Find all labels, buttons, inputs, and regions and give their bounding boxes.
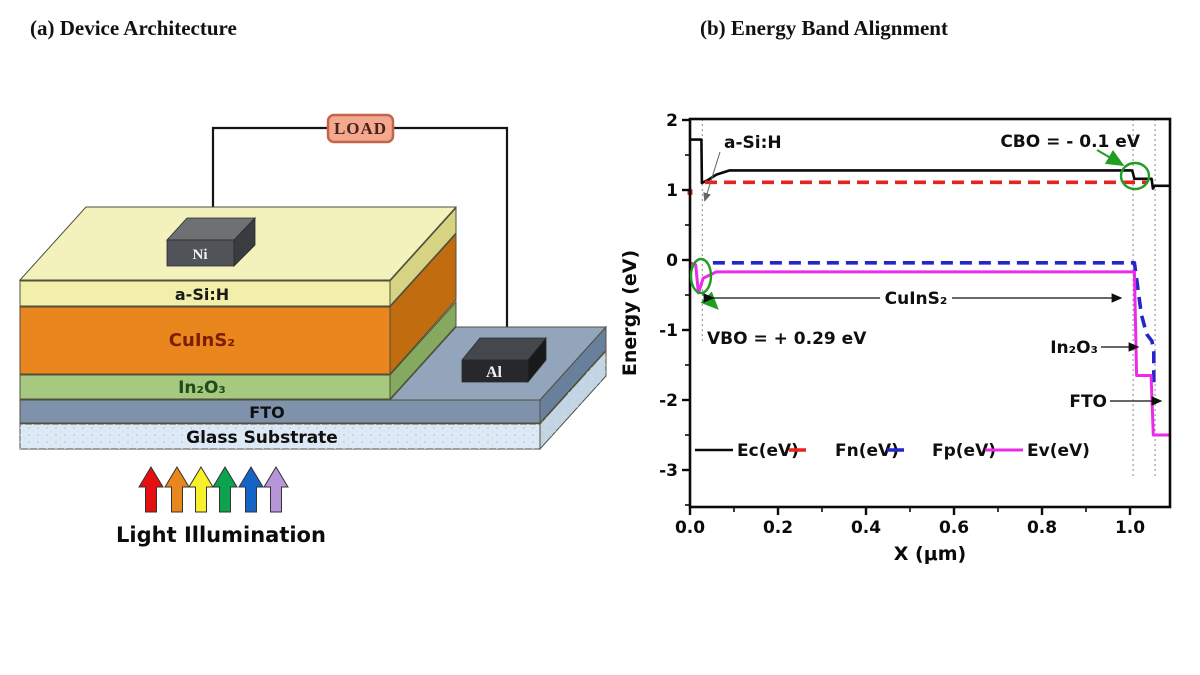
layer-glass-label: Glass Substrate — [186, 428, 338, 448]
layer-cuins2-label: CuInS₂ — [169, 330, 235, 351]
light-arrow-green — [212, 466, 238, 513]
y-tick-label: -2 — [659, 391, 678, 411]
absorber-annotation: CuInS₂ — [885, 289, 948, 309]
load-label: LOAD — [334, 119, 387, 138]
layer-cuins2-side — [389, 232, 457, 376]
y-tick-label: -1 — [659, 321, 678, 341]
x-tick-label: 0.2 — [763, 518, 793, 538]
glass-speckle-texture-side — [540, 351, 606, 449]
vbo-annotation: VBO = + 0.29 eV — [707, 329, 867, 349]
vbo-pointer-arrow — [700, 291, 719, 310]
light-arrow-orange — [164, 466, 190, 513]
x-tick-label: 0.6 — [939, 518, 969, 538]
legend-label-Ec(eV): Ec(eV) — [737, 441, 799, 461]
legend-label-Ev(eV): Ev(eV) — [1027, 441, 1090, 461]
load-box-border — [326, 113, 395, 144]
panel-b-title: (b) Energy Band Alignment — [700, 16, 948, 40]
light-illumination-label: Light Illumination — [116, 523, 326, 547]
absorber-label-bg — [880, 287, 952, 309]
layer-in2o3-label: In₂O₃ — [178, 378, 226, 398]
legend-label-Fp(eV): Fp(eV) — [932, 441, 996, 461]
series-Fp(eV) — [712, 261, 1156, 386]
asih-pointer-arrow — [703, 151, 721, 202]
chart-plot-area: 2 1 0 -1 -2 -3 0.0 0.2 0.4 0.6 0.8 1.0 X (μm) Energy … — [619, 111, 1172, 565]
axis-frame — [688, 117, 1172, 509]
al-label: Al — [486, 364, 503, 381]
layer-asih-label: a-Si:H — [175, 285, 229, 304]
energy-band-chart: 2 1 0 -1 -2 -3 0.0 0.2 0.4 0.6 0.8 1.0 X (μm) Energy … — [619, 111, 1172, 565]
in2o3-annotation: In₂O₃ — [1050, 338, 1098, 358]
y-tick-label: 0 — [666, 251, 678, 271]
light-arrow-red — [138, 466, 164, 513]
light-arrow-blue — [238, 466, 264, 513]
light-arrow-purple — [263, 466, 289, 513]
light-arrow-yellow — [188, 466, 214, 513]
y-tick-label: 2 — [666, 111, 678, 131]
y-axis-title: Energy (eV) — [619, 250, 641, 376]
layer-asih-side — [389, 206, 457, 308]
cbo-annotation: CBO = - 0.1 eV — [1000, 132, 1141, 152]
layer-fto-side — [539, 325, 607, 425]
x-tick-label: 1.0 — [1115, 518, 1145, 538]
layer-in2o3-side — [389, 300, 457, 401]
ni-contact-front — [166, 239, 235, 267]
load-box — [328, 115, 393, 142]
x-tick-label: 0.0 — [675, 518, 705, 538]
series-Ec(eV) — [690, 138, 1170, 190]
glass-speckle-texture — [20, 424, 540, 449]
layer-fto-label: FTO — [249, 403, 284, 422]
panel-a-title: (a) Device Architecture — [30, 16, 237, 40]
device-architecture-diagram: LOAD Ni Al a-Si:H CuInS₂ In₂O₃ FTO — [18, 113, 608, 547]
cbo-highlight-circle — [1119, 161, 1151, 191]
cbo-pointer-arrow — [1096, 149, 1125, 167]
y-tick-label: 1 — [666, 181, 678, 201]
al-contact-front — [461, 359, 529, 383]
y-tick-label: -3 — [659, 461, 678, 481]
legend-label-Fn(eV): Fn(eV) — [835, 441, 899, 461]
x-axis-title: X (μm) — [894, 543, 966, 565]
x-tick-label: 0.8 — [1027, 518, 1057, 538]
asih-annotation: a-Si:H — [724, 133, 782, 153]
ni-label: Ni — [193, 247, 208, 263]
fto-annotation: FTO — [1069, 392, 1107, 412]
x-tick-label: 0.4 — [851, 518, 881, 538]
